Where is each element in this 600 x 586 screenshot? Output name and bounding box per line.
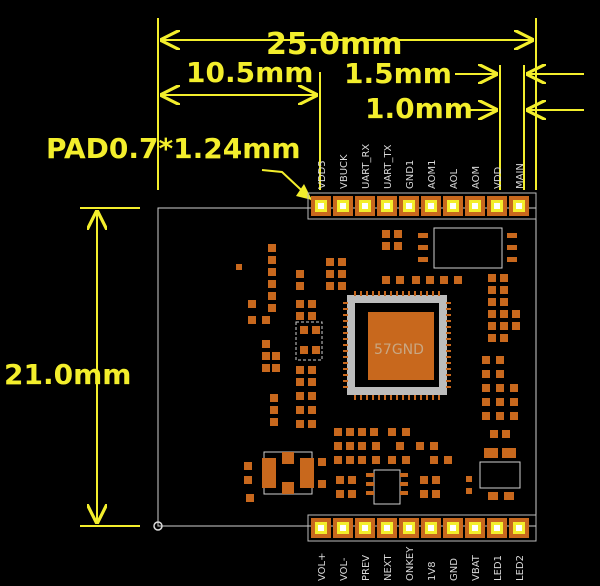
- bottom-pin-label-7: GND: [449, 558, 460, 581]
- top-pin-label-3: UART_RX: [361, 144, 372, 189]
- ic-bottom-center: [366, 469, 408, 505]
- top-pin-label-2: VBUCK: [339, 154, 350, 189]
- top-pin-label-8: AOM: [471, 166, 482, 189]
- dashed-component: [295, 321, 323, 361]
- top-pin-labels: VDD5 VBUCK UART_RX UART_TX GND1 AOM1 AOL…: [317, 144, 526, 189]
- regulator-bottom-right: [479, 448, 521, 500]
- bottom-pin-label-9: LED1: [493, 555, 504, 581]
- origin-marker: [153, 521, 163, 531]
- top-header-pads: [311, 196, 529, 216]
- top-pin-label-7: AOL: [449, 168, 460, 189]
- chip-pins-right: [446, 302, 451, 388]
- top-pin-label-10: MAIN: [515, 163, 526, 189]
- top-pin-label-5: GND1: [405, 160, 416, 189]
- chip-pins-bottom: [354, 395, 440, 400]
- bottom-pin-label-6: 1V8: [427, 561, 438, 581]
- bottom-header-pads: [311, 518, 529, 538]
- bottom-header: [307, 514, 537, 542]
- bottom-pin-label-8: VBAT: [471, 554, 482, 581]
- chip-pins-top: [354, 291, 440, 296]
- dim-pitch-a-label: 1.5mm: [344, 57, 452, 90]
- bottom-pin-labels: VOL+ VOL- PREV NEXT ONKEY 1V8 GND VBAT L…: [317, 546, 526, 581]
- bottom-pin-label-4: NEXT: [383, 554, 394, 581]
- dim-pitch-b-label: 1.0mm: [365, 92, 473, 125]
- bottom-pin-label-1: VOL+: [317, 553, 328, 582]
- main-chip: 57GND: [343, 291, 451, 400]
- top-header: [307, 192, 537, 220]
- dim-height-label: 21.0mm: [4, 358, 131, 391]
- inductor: [262, 451, 314, 495]
- dim-width-label: 25.0mm: [266, 27, 403, 62]
- top-pin-label-9: VDD: [493, 166, 504, 189]
- chip-pins-left: [343, 302, 348, 388]
- top-pin-label-6: AOM1: [427, 159, 438, 189]
- top-pin-label-1: VDD5: [317, 160, 328, 189]
- bottom-pin-label-3: PREV: [361, 555, 372, 581]
- bottom-pin-label-5: ONKEY: [405, 546, 416, 581]
- ic-top-right: [418, 227, 517, 269]
- bottom-pin-label-2: VOL-: [339, 557, 350, 581]
- passive-components: [236, 230, 520, 502]
- dim-pad-label: PAD0.7*1.24mm: [46, 132, 301, 165]
- chip-label: 57GND: [374, 342, 424, 358]
- dim-offset-label: 10.5mm: [186, 56, 313, 89]
- top-pin-label-4: UART_TX: [383, 144, 394, 189]
- bottom-pin-label-10: LED2: [515, 555, 526, 581]
